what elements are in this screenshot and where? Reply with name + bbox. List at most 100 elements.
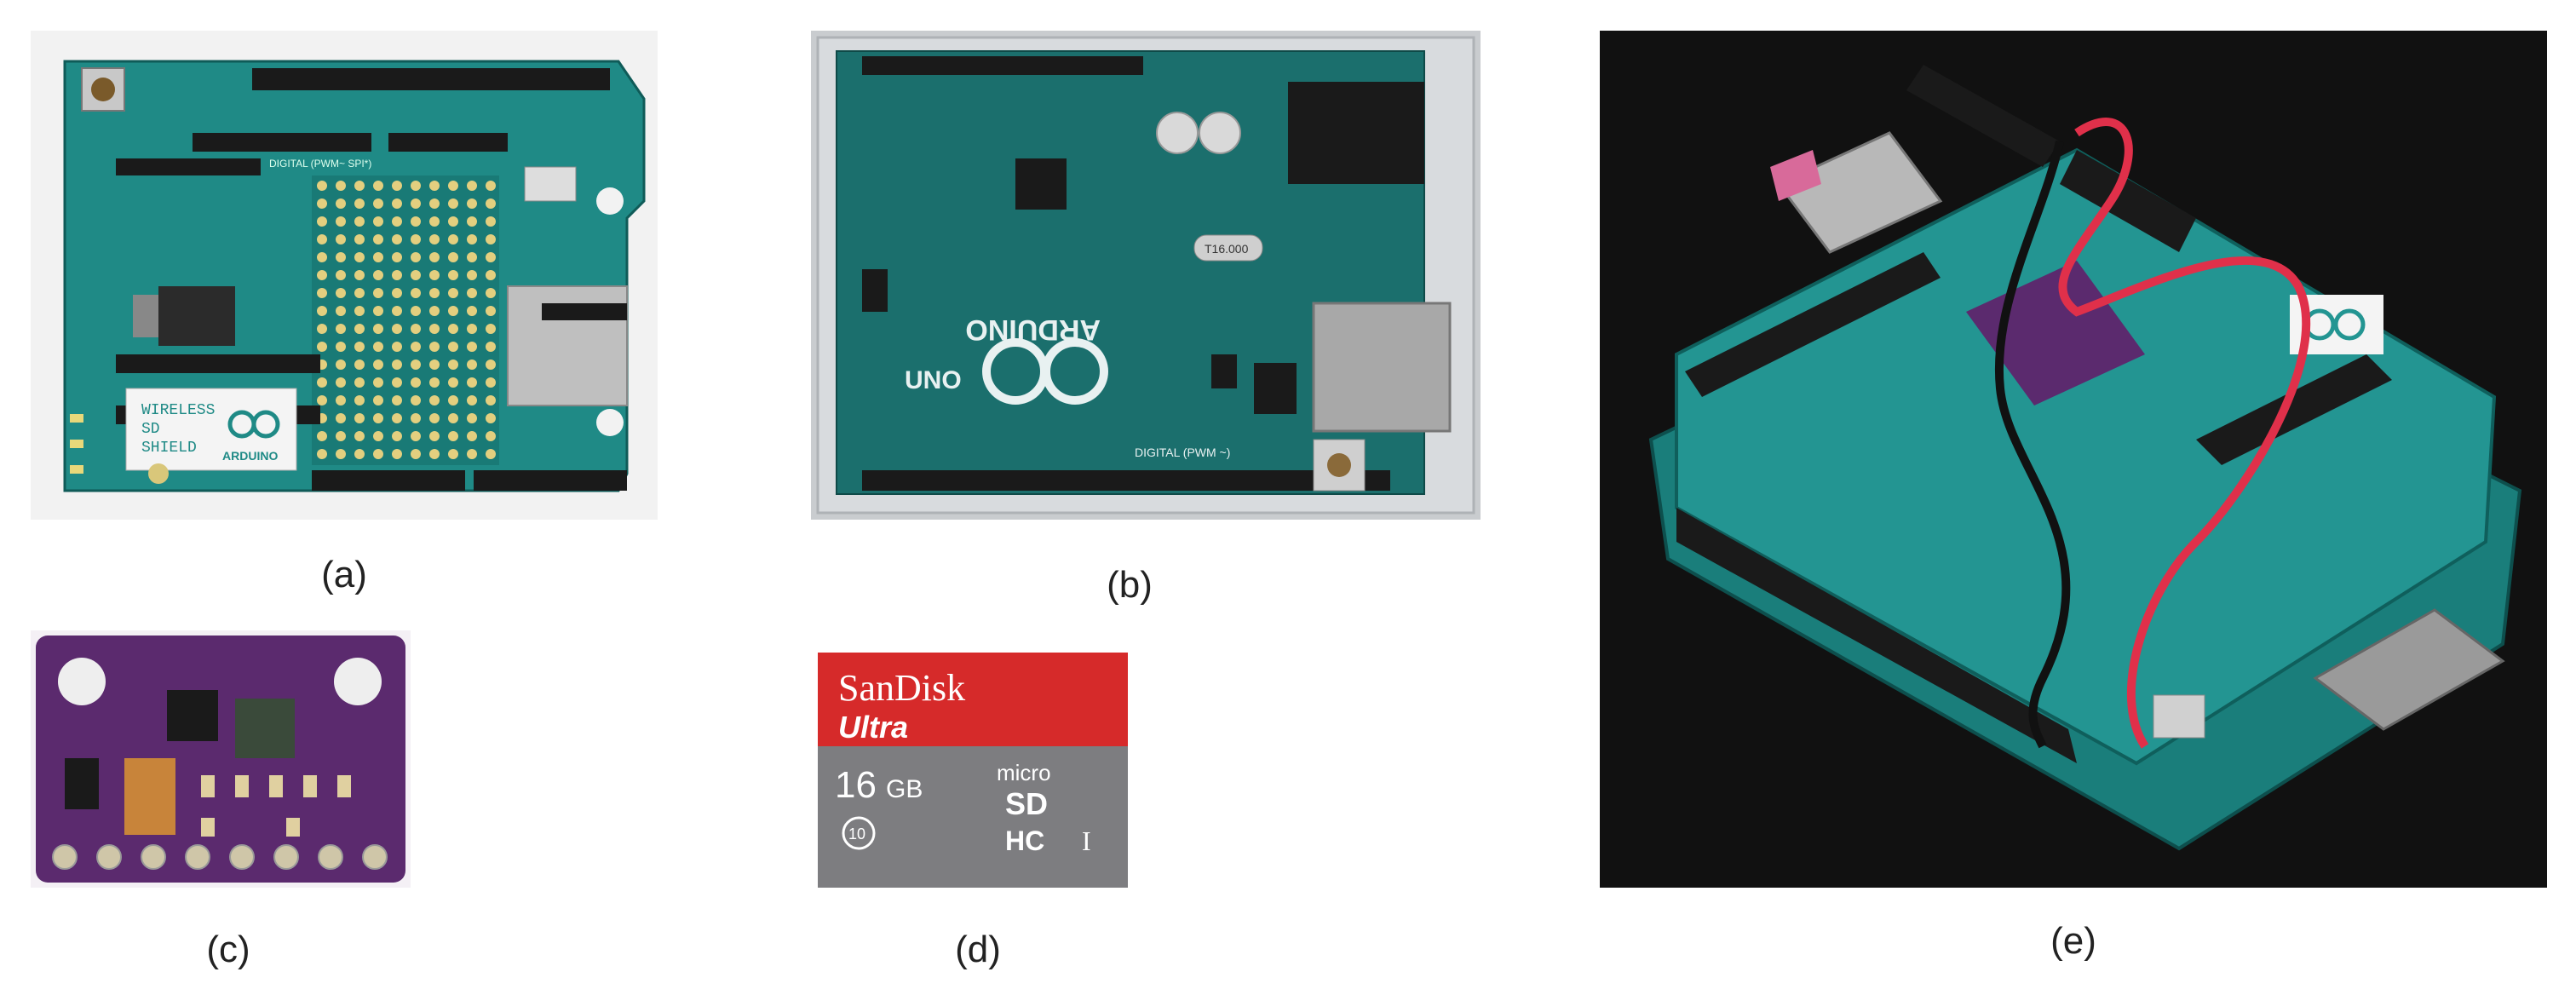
sd-sd: SD — [1005, 786, 1048, 821]
proto-hole — [392, 342, 402, 352]
proto-hole — [354, 395, 365, 405]
proto-hole — [317, 306, 327, 316]
proto-hole — [336, 449, 346, 459]
proto-hole — [429, 306, 440, 316]
proto-hole — [486, 288, 496, 298]
panel-b-arduino-uno: T16.000 ARDUINO UNO DIGITAL (PWM ~) — [811, 31, 1481, 520]
proto-hole — [336, 234, 346, 244]
proto-hole — [411, 395, 421, 405]
proto-hole — [317, 234, 327, 244]
uno-crystal-label: T16.000 — [1205, 242, 1249, 256]
proto-hole — [354, 377, 365, 388]
proto-hole — [411, 324, 421, 334]
proto-hole — [467, 359, 477, 370]
proto-hole — [429, 198, 440, 209]
proto-hole — [373, 413, 383, 423]
shield-header-text: DIGITAL (PWM~ SPI*) — [269, 158, 371, 170]
caption-c: (c) — [206, 929, 250, 970]
proto-hole — [486, 377, 496, 388]
sensor-photo — [31, 630, 411, 888]
proto-hole — [317, 288, 327, 298]
proto-hole — [354, 252, 365, 262]
proto-hole — [411, 181, 421, 191]
proto-hole — [467, 377, 477, 388]
proto-hole — [448, 181, 458, 191]
arduino-logo-icon — [227, 410, 280, 439]
proto-hole — [467, 234, 477, 244]
proto-hole — [354, 431, 365, 441]
panel-a-wireless-sd-shield: WIRELESS SD SHIELD ARDUINO DIGITAL (PWM~… — [31, 31, 658, 520]
proto-hole — [467, 431, 477, 441]
proto-hole — [486, 181, 496, 191]
proto-hole — [486, 306, 496, 316]
proto-hole — [467, 216, 477, 227]
sd-class-roman: I — [1082, 825, 1091, 856]
proto-hole — [317, 324, 327, 334]
uno-header-text: DIGITAL (PWM ~) — [1135, 446, 1230, 459]
caption-a: (a) — [321, 554, 367, 595]
proto-hole — [392, 359, 402, 370]
proto-hole — [486, 324, 496, 334]
proto-hole — [336, 413, 346, 423]
proto-hole — [467, 395, 477, 405]
proto-hole — [448, 449, 458, 459]
proto-hole — [392, 234, 402, 244]
proto-hole — [373, 252, 383, 262]
proto-hole — [429, 216, 440, 227]
proto-hole — [317, 216, 327, 227]
uno-photo: T16.000 ARDUINO UNO DIGITAL (PWM ~) — [811, 31, 1481, 520]
proto-hole — [317, 270, 327, 280]
caption-e: (e) — [2050, 920, 2096, 962]
proto-hole — [354, 198, 365, 209]
proto-hole — [336, 359, 346, 370]
proto-hole — [467, 413, 477, 423]
proto-hole — [354, 342, 365, 352]
proto-hole — [429, 377, 440, 388]
proto-hole — [467, 449, 477, 459]
proto-hole — [317, 377, 327, 388]
proto-hole — [429, 234, 440, 244]
proto-hole — [392, 431, 402, 441]
sd-class-num: 10 — [848, 825, 865, 843]
arduino-logo-icon — [982, 338, 1108, 405]
assembled-photo — [1600, 31, 2547, 888]
proto-hole — [336, 270, 346, 280]
proto-hole — [336, 252, 346, 262]
proto-hole — [373, 449, 383, 459]
proto-hole — [411, 270, 421, 280]
proto-hole — [354, 234, 365, 244]
proto-hole — [411, 342, 421, 352]
proto-hole — [392, 395, 402, 405]
proto-hole — [392, 252, 402, 262]
proto-hole — [354, 181, 365, 191]
proto-hole — [336, 198, 346, 209]
proto-hole — [448, 306, 458, 316]
proto-hole — [429, 270, 440, 280]
proto-hole — [448, 288, 458, 298]
proto-hole — [392, 413, 402, 423]
proto-hole — [336, 306, 346, 316]
proto-hole — [448, 413, 458, 423]
proto-hole — [486, 216, 496, 227]
proto-hole — [429, 431, 440, 441]
proto-hole — [336, 216, 346, 227]
proto-hole — [448, 431, 458, 441]
proto-hole — [448, 198, 458, 209]
proto-hole — [467, 306, 477, 316]
proto-hole — [467, 252, 477, 262]
proto-hole — [373, 216, 383, 227]
proto-hole — [317, 449, 327, 459]
proto-hole — [486, 234, 496, 244]
proto-hole — [392, 449, 402, 459]
proto-hole — [317, 431, 327, 441]
proto-hole — [317, 181, 327, 191]
proto-hole — [373, 395, 383, 405]
proto-hole — [486, 252, 496, 262]
proto-hole — [392, 216, 402, 227]
proto-hole — [486, 431, 496, 441]
sd-hc: HC — [1005, 825, 1044, 856]
proto-hole — [467, 198, 477, 209]
proto-hole — [336, 324, 346, 334]
proto-hole — [467, 288, 477, 298]
proto-hole — [411, 413, 421, 423]
